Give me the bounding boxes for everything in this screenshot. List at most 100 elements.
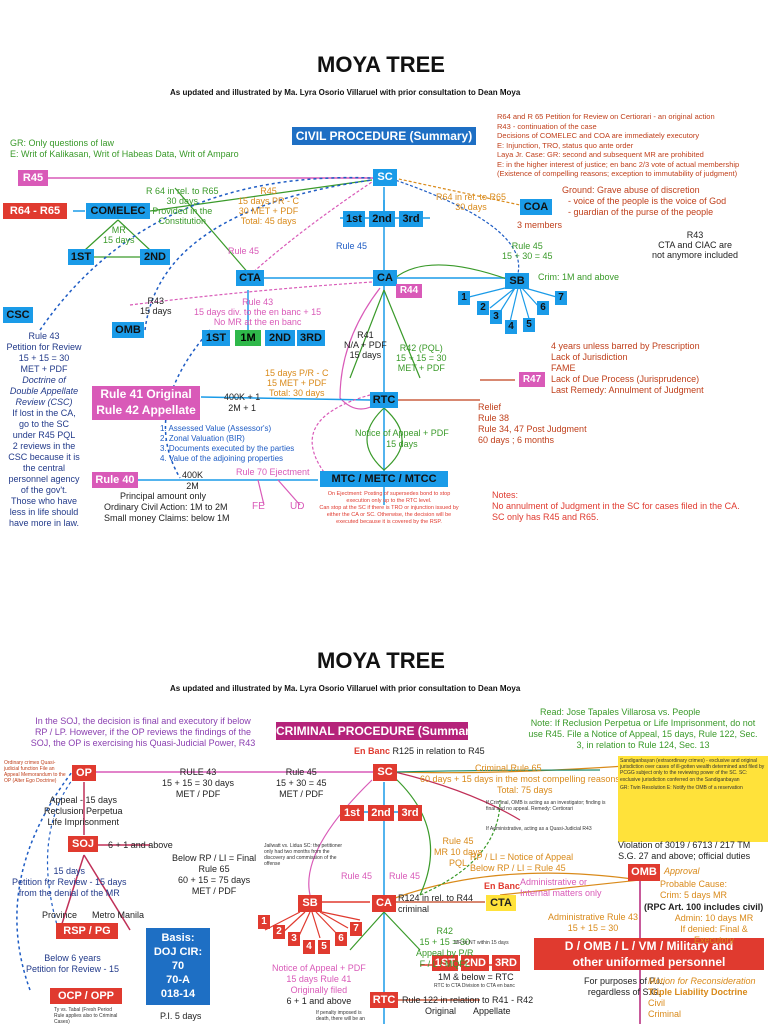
fifteen-days: 15 days bbox=[53, 866, 86, 876]
principal-label: Principal amount only bbox=[120, 491, 207, 501]
six-above: 6 + 1 and above bbox=[286, 996, 352, 1006]
petition-review-group: 15 days Petition for Review - 15 days fr… bbox=[12, 866, 127, 899]
r43b-label: R43 bbox=[147, 296, 165, 306]
soj-note: In the SOJ, the decision is final and ex… bbox=[12, 716, 274, 749]
soj-note-1: In the SOJ, the decision is final and ex… bbox=[35, 716, 251, 726]
r47-line-3: FAME bbox=[551, 363, 576, 373]
military-1: D / OMB / L / VM / Military and bbox=[564, 939, 734, 953]
box-sc-crim-1st: 1st bbox=[340, 805, 364, 821]
csc-iflost: If lost in the CA, bbox=[12, 408, 76, 418]
box-ca-3rd: 3RD bbox=[492, 955, 520, 971]
approval-label: Approval bbox=[664, 866, 700, 876]
regardless-label: regardless of S.G. bbox=[587, 987, 661, 997]
total75-label: Total: 75 days bbox=[497, 785, 553, 795]
sb-note-text: Sandiganbayan (extraordinary crimes) - e… bbox=[620, 758, 765, 783]
box-sb-div-4: 4 bbox=[505, 320, 517, 334]
soj-note-3: SOJ, the OP is exercising his Quasi-Judi… bbox=[30, 738, 256, 748]
box-sb-crim-1: 1 bbox=[258, 915, 270, 929]
box-r47: R47 bbox=[519, 372, 545, 387]
notes-1: No annulment of Judgment in the SC for c… bbox=[492, 501, 740, 511]
csc-rule43: Rule 43 bbox=[28, 331, 60, 341]
valuation-1: 1. Assessed Value (Assessor's) bbox=[160, 424, 272, 433]
notice-crim: Notice of Appeal + PDF bbox=[272, 963, 366, 973]
criminal-note-3: 3, in relation to Rule 124, Sec. 13 bbox=[576, 740, 710, 750]
admin-rule-label: Administrative Rule 43 bbox=[548, 912, 639, 922]
rule43-cta-label: Rule 43 15 days div. to the en banc + 15… bbox=[194, 297, 321, 327]
box-comelec-2nd: 2ND bbox=[140, 249, 170, 265]
gr-line-1: GR: Only questions of law bbox=[10, 138, 115, 148]
criminal-small-label: criminal bbox=[398, 904, 430, 914]
eject-3: Can stop at the SC if there is TRO or in… bbox=[319, 505, 459, 511]
box-cta-civil: CTA bbox=[236, 270, 264, 286]
box-sc-3rd: 3rd bbox=[399, 211, 423, 227]
rule43-crim-eq: 15 + 15 = 30 days bbox=[162, 778, 235, 788]
mr-label: MR 15 days bbox=[103, 225, 135, 245]
ordinary-crimes-note: Ordinary crimes Quasi-judicial function … bbox=[4, 760, 66, 784]
pfr-label: Petition for Review - 15 days bbox=[12, 877, 127, 887]
csc-lessin: less in life should bbox=[9, 507, 79, 517]
csc-eq30: 15 + 15 = 30 bbox=[18, 353, 70, 363]
if-admin-note: If Administrative, acting as a Quasi-Jud… bbox=[486, 826, 592, 832]
label-fe: FE bbox=[252, 501, 265, 512]
r43b15-label: 15 days bbox=[140, 306, 172, 316]
ordinary-label: Ordinary Civil Action: 1M to 2M bbox=[104, 502, 228, 512]
box-sc-crim-3rd: 3rd bbox=[398, 805, 422, 821]
jail-note: Jailwatt vs. Lidua SC: the petitioner on… bbox=[264, 843, 343, 867]
k400-label: 400K + 1 bbox=[224, 392, 261, 402]
ty-tabal-note: Ty vs. Tabal (Fresh Period Rule applies … bbox=[54, 1007, 118, 1025]
box-omb-civil: OMB bbox=[112, 322, 144, 338]
box-sb-div-6: 6 bbox=[537, 301, 549, 315]
mr-days: 15 days bbox=[103, 235, 135, 245]
criminal-note: Note: If Reclusion Perpetua or Life Impr… bbox=[520, 718, 766, 751]
principal-group: Principal amount only Ordinary Civil Act… bbox=[104, 491, 230, 524]
k400b-label: 400K bbox=[182, 470, 204, 480]
csc-metpdf: MET + PDF bbox=[20, 364, 68, 374]
ground-item-1: - voice of the people is the voice of Go… bbox=[568, 196, 727, 206]
basis-2: DOJ CIR: bbox=[153, 946, 203, 958]
civil-subtitle: As updated and illustrated by Ma. Lyra O… bbox=[170, 88, 521, 97]
box-cta-criminal: CTA bbox=[486, 895, 516, 911]
rule45-cta-label: Rule 45 bbox=[228, 246, 260, 256]
rule43-crim: RULE 43 bbox=[179, 767, 217, 777]
rule45-d-label: Rule 45 bbox=[389, 871, 421, 881]
penalty-note: If penalty imposed is death, there will … bbox=[316, 1010, 365, 1022]
rule43-crim-met: MET / PDF bbox=[175, 789, 221, 799]
box-sb-civil: SB bbox=[505, 273, 529, 289]
right-note-2: R43 - continuation of the case bbox=[497, 121, 597, 131]
r47-line-1: 4 years unless barred by Prescription bbox=[551, 341, 700, 351]
crim-label: Crim: 1M and above bbox=[538, 272, 620, 282]
ground-label: Ground: Grave abuse of discretion - voic… bbox=[562, 185, 726, 218]
triple-label: Triple Liability Doctrine bbox=[648, 987, 748, 997]
rule45-crim: Rule 45 bbox=[285, 767, 317, 777]
r45-group-label: R45 15 days PR - C 30 MET + PDF Total: 4… bbox=[238, 186, 299, 226]
r42-crim: R42 bbox=[436, 926, 454, 936]
rpc-label: (RPC Art. 100 includes civil) bbox=[644, 902, 764, 912]
box-comelec: COMELEC bbox=[86, 203, 150, 219]
rule45-mr: Rule 45 bbox=[442, 836, 474, 846]
m2b-label: 2M bbox=[186, 481, 199, 491]
rule45-sb-label: Rule 45 15 + 30 = 45 bbox=[502, 241, 553, 261]
rule45-sc-label: Rule 45 bbox=[336, 241, 368, 251]
rule43-criminal-group: RULE 43 15 + 15 = 30 days MET / PDF bbox=[162, 767, 234, 800]
box-rule40: Rule 40 bbox=[92, 472, 138, 488]
below-rp-label: Below RP / LI = Rule 45 bbox=[470, 863, 566, 873]
r41-label: R41 N/A + PDF 15 days bbox=[344, 330, 387, 360]
rule45-mr-group: Rule 45 MR 10 days PQL bbox=[434, 836, 482, 869]
box-comelec-1st: 1ST bbox=[68, 249, 94, 265]
six-one-label: 6 + 1 and above bbox=[108, 840, 173, 850]
appeal-15: Appeal - 15 days bbox=[49, 795, 118, 805]
csc-cscbec: CSC because it is bbox=[8, 452, 80, 462]
met30-label: 30 MET + PDF bbox=[238, 206, 299, 216]
rule65-met: MET / PDF bbox=[191, 886, 237, 896]
box-rtc-civil: RTC bbox=[370, 392, 398, 408]
pr15-label: 15 days PR - C bbox=[238, 196, 300, 206]
pr15b-label: 15 days P/R - C bbox=[265, 368, 329, 378]
right-note-6: E: in the higher interest of justice; en… bbox=[497, 159, 740, 169]
members-label: 3 members bbox=[517, 220, 563, 230]
box-cta-2nd: 2ND bbox=[265, 330, 295, 346]
province-label: Province bbox=[42, 910, 78, 920]
admin10-label: Admin: 10 days MR bbox=[674, 913, 754, 923]
box-military: D / OMB / L / VM / Military and other un… bbox=[534, 938, 764, 970]
box-sb-div-1: 1 bbox=[458, 291, 470, 305]
r125-label: R125 in relation to R45 bbox=[392, 746, 485, 756]
